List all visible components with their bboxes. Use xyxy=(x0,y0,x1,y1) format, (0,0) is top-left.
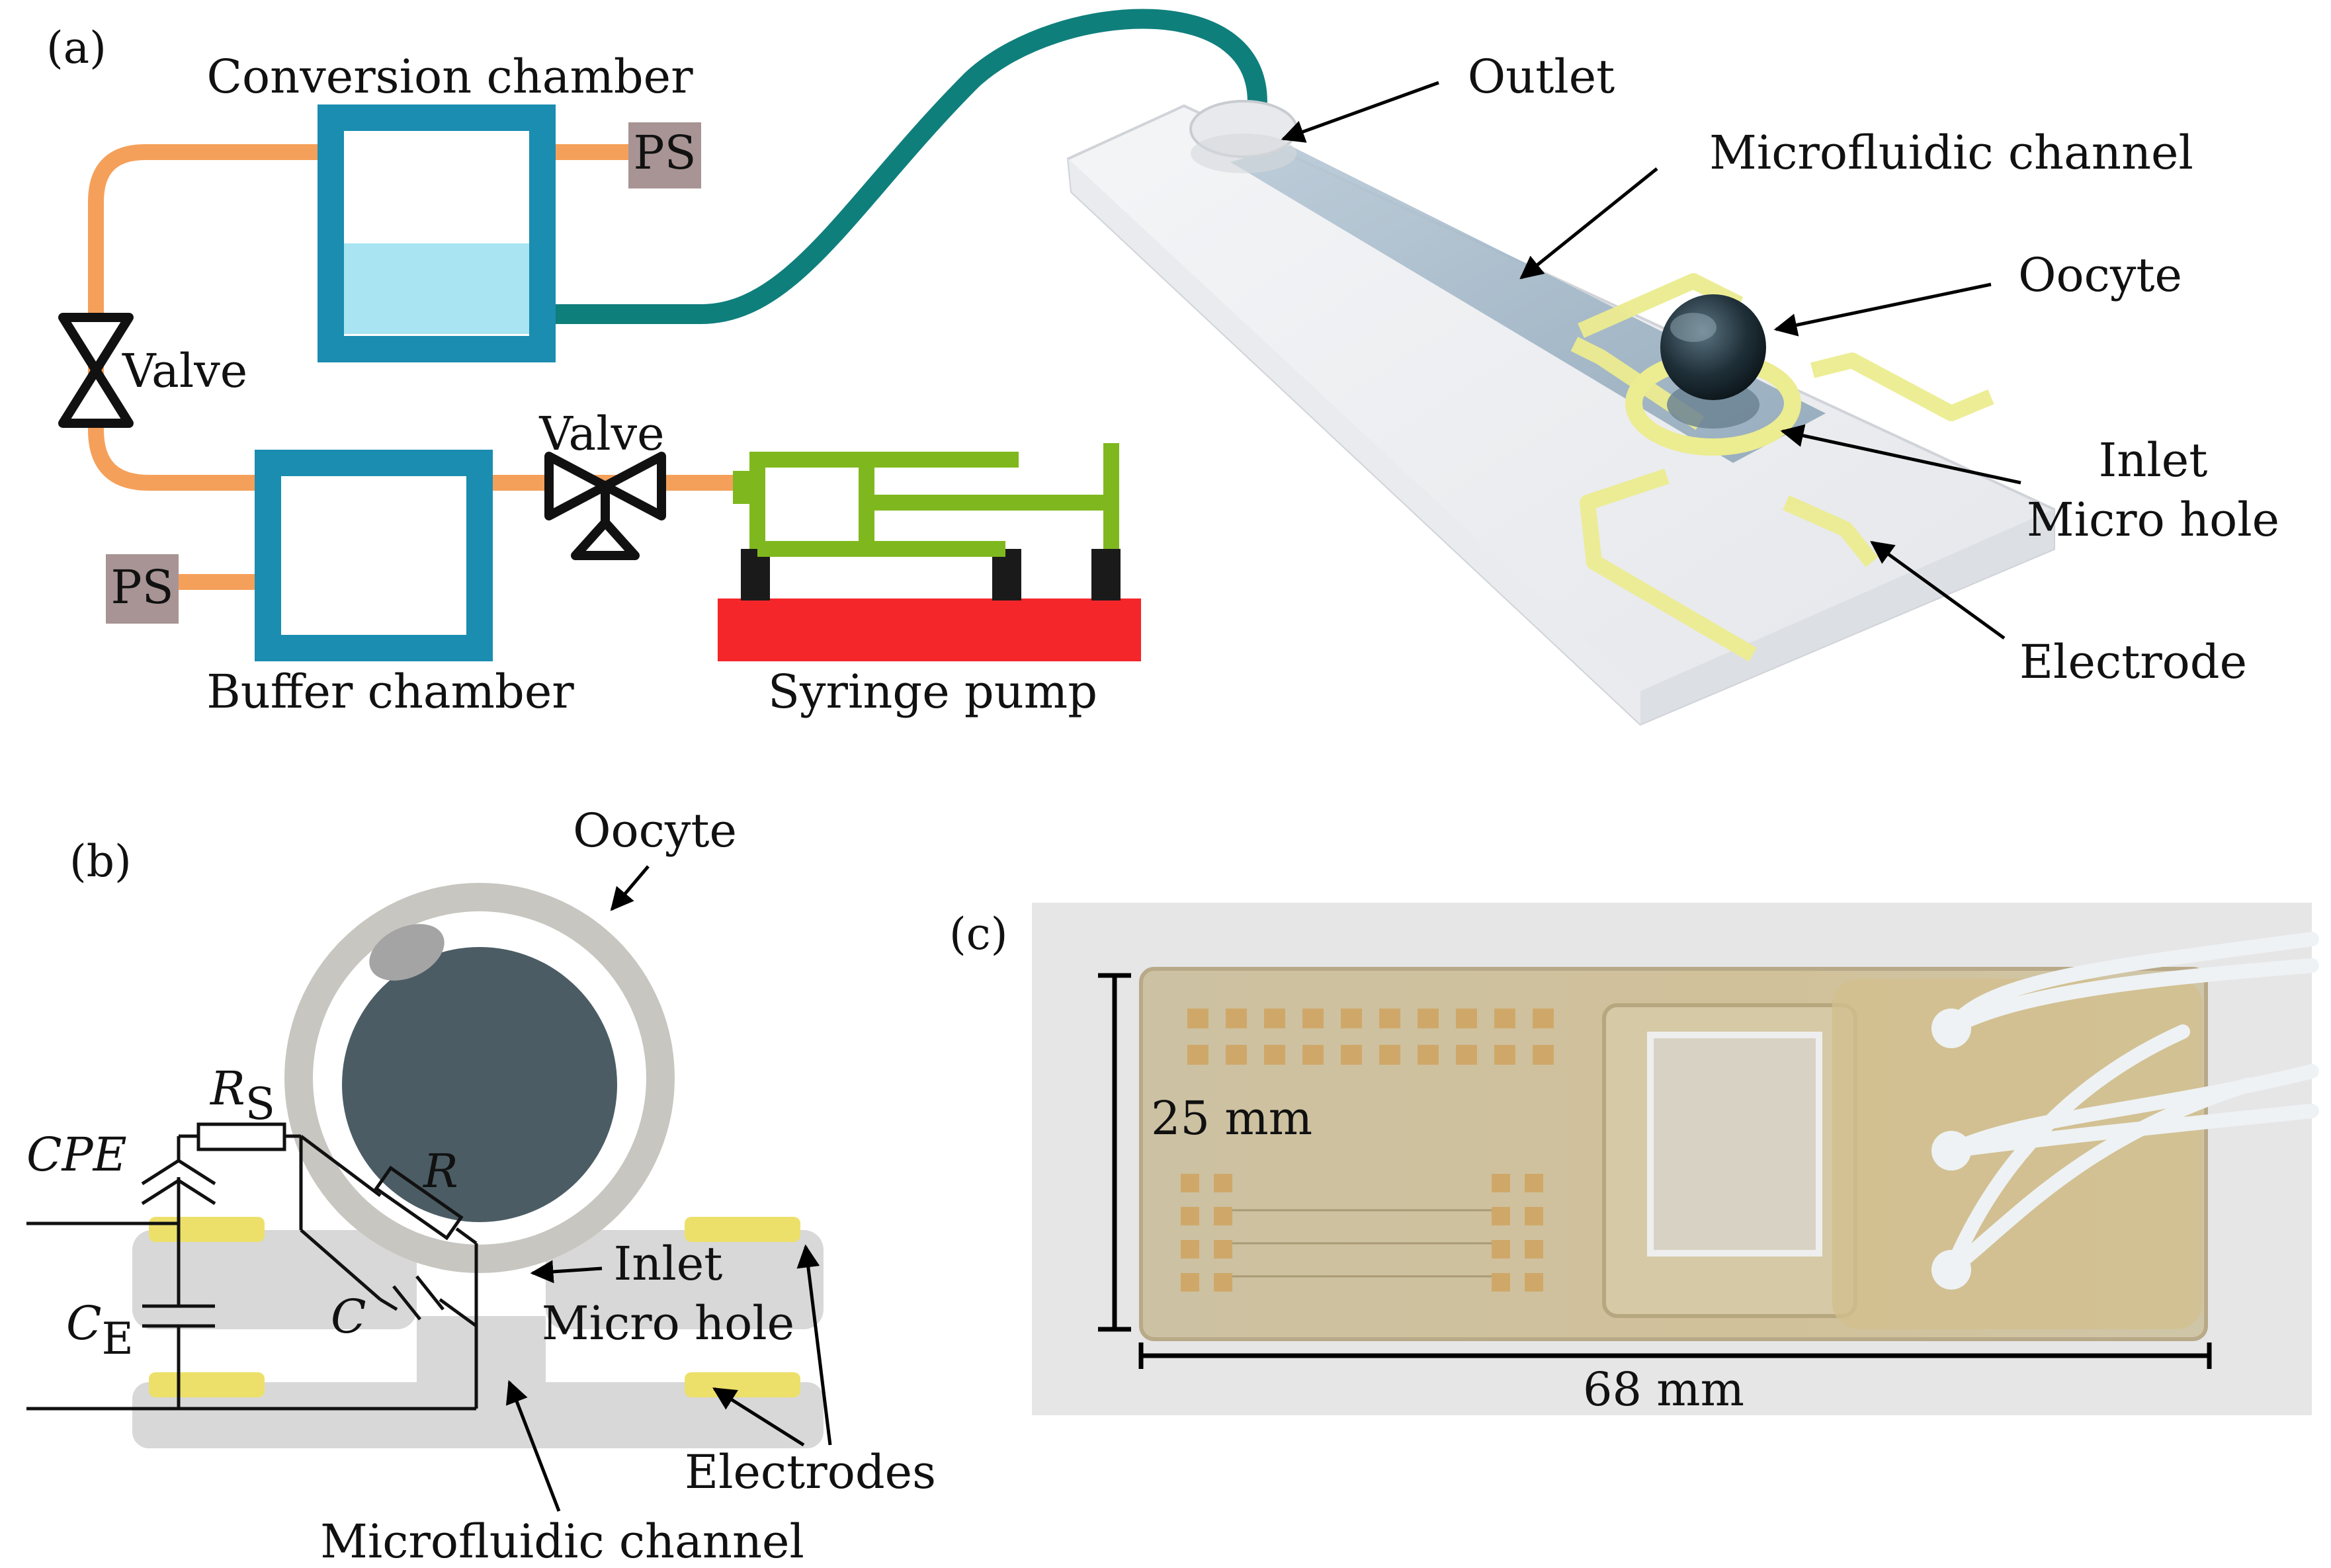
panel-c: (c) xyxy=(949,903,2319,1417)
channel-block-right xyxy=(546,1230,824,1329)
ps-top-label: PS xyxy=(633,126,696,180)
micro-hole-label-b: Micro hole xyxy=(542,1296,794,1350)
panel-b: (b) Oocyte xyxy=(26,804,936,1568)
rs-label-sub: S xyxy=(245,1079,275,1130)
ce-label: CE xyxy=(66,1296,134,1364)
buffer-chamber-label: Buffer chamber xyxy=(206,665,574,719)
micro-hole-label-a: Micro hole xyxy=(2027,493,2279,547)
width-label: 68 mm xyxy=(1583,1362,1744,1417)
ce-label-main: C xyxy=(66,1296,102,1350)
inlet-label-b: Inlet xyxy=(614,1237,723,1291)
syringe-pump-label: Syringe pump xyxy=(768,665,1097,719)
oocyte-label-b: Oocyte xyxy=(573,804,737,858)
inlet-label-a: Inlet xyxy=(2099,433,2208,487)
electrode-pad-br xyxy=(685,1372,800,1397)
c-label: C xyxy=(331,1290,366,1344)
height-label: 25 mm xyxy=(1151,1091,1312,1145)
electrode-pad-bl xyxy=(149,1372,265,1397)
oocyte-ball xyxy=(1660,294,1766,400)
microfluidic-channel-label-b: Microfluidic channel xyxy=(320,1514,804,1568)
electrodes-label: Electrodes xyxy=(685,1445,936,1499)
ps-bottom-label: PS xyxy=(110,560,173,614)
cpe-label: CPE xyxy=(26,1128,127,1182)
microfluidic-channel-label: Microfluidic channel xyxy=(1709,126,2193,180)
outlet-tube xyxy=(529,9,1267,324)
ce-label-sub: E xyxy=(102,1313,134,1364)
channel-block-bottom xyxy=(132,1382,824,1448)
rs-label: RS xyxy=(209,1061,275,1130)
panel-b-tag: (b) xyxy=(69,836,132,887)
ps-box-top xyxy=(628,122,701,188)
equivalent-circuit xyxy=(26,1122,478,1411)
contact-pads xyxy=(1181,1009,1554,1292)
oocyte-cross-section xyxy=(284,883,675,1273)
conversion-chamber xyxy=(318,104,556,362)
electrode-pad-tr xyxy=(685,1217,800,1242)
valve-right-label: Valve xyxy=(538,407,664,461)
oocyte-label-a: Oocyte xyxy=(2018,248,2182,302)
panel-a-tag: (a) xyxy=(46,22,106,73)
ps-box-bottom xyxy=(106,554,179,624)
conversion-chamber-label: Conversion chamber xyxy=(206,50,693,104)
channel-block-left xyxy=(132,1230,417,1329)
rs-label-main: R xyxy=(209,1061,245,1116)
electrode-pad-tl xyxy=(149,1217,265,1242)
r-label: R xyxy=(422,1144,458,1198)
valve-left-label: Valve xyxy=(122,344,247,398)
outlet-label: Outlet xyxy=(1468,50,1615,104)
panel-c-tag: (c) xyxy=(949,909,1007,960)
chip-render xyxy=(1066,100,2055,726)
valve-right-icon xyxy=(544,452,666,560)
tubes xyxy=(1944,932,2319,1277)
electrode-label: Electrode xyxy=(2019,635,2247,689)
buffer-chamber xyxy=(255,450,493,661)
syringe-pump xyxy=(718,443,1141,661)
panel-a: (a) Conversion chamber PS Valve xyxy=(46,9,2279,726)
valve-left-icon xyxy=(58,313,134,428)
